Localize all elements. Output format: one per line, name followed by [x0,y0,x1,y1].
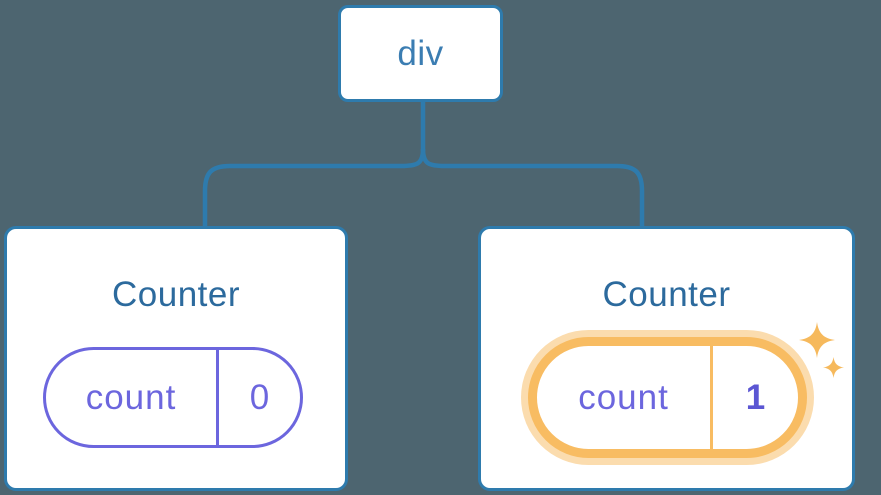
counter-card-left: Counter count 0 [4,226,348,491]
counter-title-right: Counter [602,275,731,314]
state-value-right: 1 [710,346,798,449]
counter-card-right: Counter count 1 [478,226,855,491]
state-pill-highlight-glow: count 1 [521,330,814,465]
sparkle-icon [799,322,835,358]
root-node-label: div [397,33,444,73]
connector-right-branch [420,148,645,227]
sparkle-icon [823,357,844,378]
root-node-div: div [338,5,503,102]
counter-title-left: Counter [111,275,241,314]
state-pill-left: count 0 [43,347,303,448]
state-key-right: count [578,377,669,417]
state-value-left: 0 [216,350,300,445]
state-pill-right: count 1 [528,337,807,458]
state-key-left: count [85,377,177,417]
connector-left-branch [202,148,426,227]
